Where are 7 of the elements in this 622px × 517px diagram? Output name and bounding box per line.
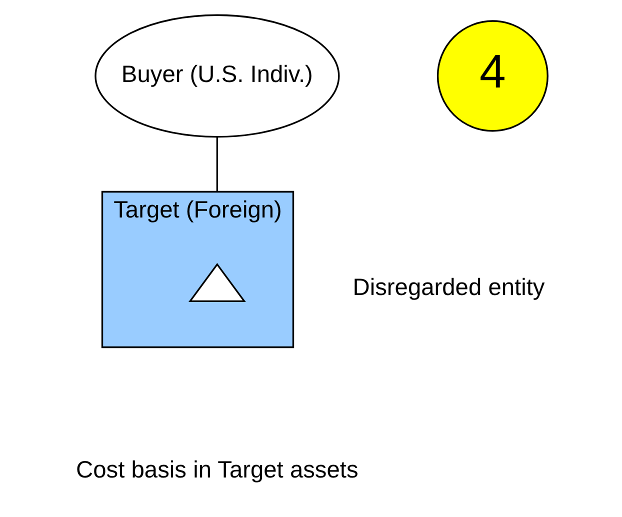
label: Cost basis in Target assets — [76, 458, 358, 484]
connector — [216, 137, 218, 192]
node-triangle — [188, 262, 246, 302]
node-ellipse: Buyer (U.S. Indiv.) — [94, 14, 340, 138]
node-label: Disregarded entity — [352, 275, 545, 302]
node-circle: 4 — [436, 20, 548, 132]
cluster: Target (Foreign) — [101, 190, 294, 348]
